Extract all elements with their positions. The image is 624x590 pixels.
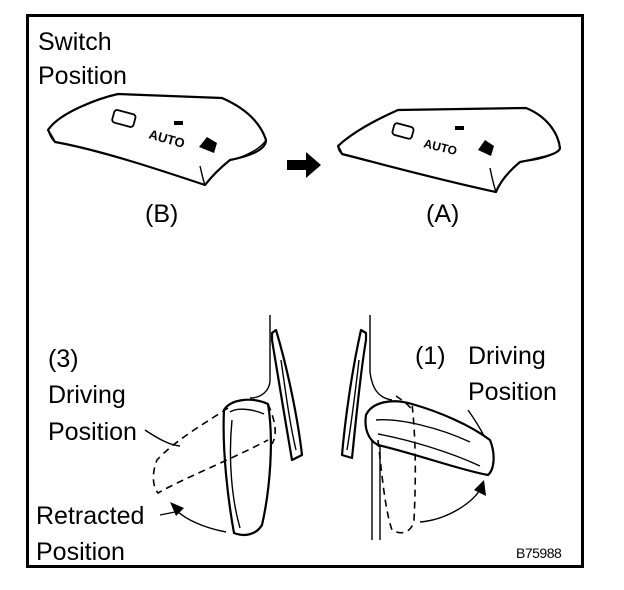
leader-driving-left [144, 429, 181, 447]
switch-b: AUTO [46, 92, 268, 187]
driving-position-left-line2: Position [48, 418, 137, 446]
switch-position-label-line1: Switch [38, 28, 112, 56]
retracted-position-line1: Retracted [36, 502, 145, 530]
switch-position-label-line2: Position [38, 62, 127, 90]
driving-position-left-line1: Driving [48, 381, 126, 409]
transition-arrow [287, 152, 321, 178]
diagram-frame [26, 14, 584, 568]
switch-a-label: (A) [426, 200, 460, 228]
position-1-label: (1) [415, 342, 446, 370]
right-mirror [340, 315, 495, 540]
driving-position-right-line1: Driving [468, 342, 546, 370]
switch-a: AUTO [336, 106, 562, 194]
retracted-position-line2: Position [36, 538, 125, 566]
figure-code: B75988 [516, 545, 562, 561]
driving-position-right-line2: Position [468, 378, 557, 406]
left-mirror [152, 315, 304, 536]
leader-retracted [159, 511, 176, 516]
position-3-label: (3) [48, 345, 79, 373]
switch-b-label: (B) [145, 200, 179, 228]
